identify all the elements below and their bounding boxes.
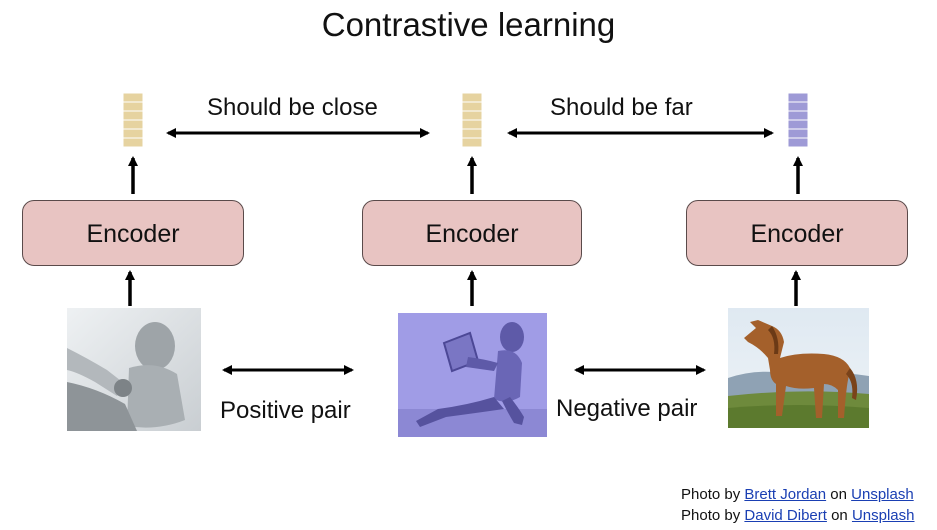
- encoder-block-1: Encoder: [22, 200, 244, 266]
- credit-site-link[interactable]: Unsplash: [851, 486, 914, 503]
- credit-middle: on: [826, 486, 852, 503]
- credit-author-link[interactable]: Brett Jordan: [744, 486, 827, 503]
- embedding-vector-2: [461, 92, 483, 148]
- embedding-cell: [461, 137, 483, 148]
- embedding-vector-1: [122, 92, 144, 148]
- embedding-vector-3: [787, 92, 809, 148]
- should-be-far-label: Should be far: [550, 94, 693, 121]
- credit-site-link[interactable]: Unsplash: [851, 507, 915, 524]
- diagram-title: Contrastive learning: [321, 6, 616, 43]
- credit-line-1: Photo by Brett Jordan on Unsplash: [681, 484, 915, 505]
- credit-line-2: Photo by David Dibert on Unsplash: [681, 505, 915, 526]
- encoder-block-3: Encoder: [686, 200, 908, 266]
- encoder-block-2: Encoder: [362, 200, 582, 266]
- should-be-close-label: Should be close: [207, 94, 378, 121]
- negative-pair-label: Negative pair: [556, 395, 698, 422]
- gray-figurine-photo: [67, 308, 201, 431]
- figurine-purple-tint-photo: [398, 313, 547, 437]
- embedding-cell: [122, 137, 144, 148]
- credit-author-link[interactable]: David Dibert: [744, 507, 827, 524]
- horse-photo: [728, 308, 869, 428]
- credit-prefix: Photo by: [681, 486, 745, 503]
- photo-credits: Photo by Brett Jordan on Unsplash Photo …: [681, 484, 915, 526]
- credit-prefix: Photo by: [681, 507, 745, 524]
- embedding-cell: [787, 137, 809, 148]
- positive-pair-label: Positive pair: [220, 397, 351, 424]
- credit-middle: on: [826, 507, 852, 524]
